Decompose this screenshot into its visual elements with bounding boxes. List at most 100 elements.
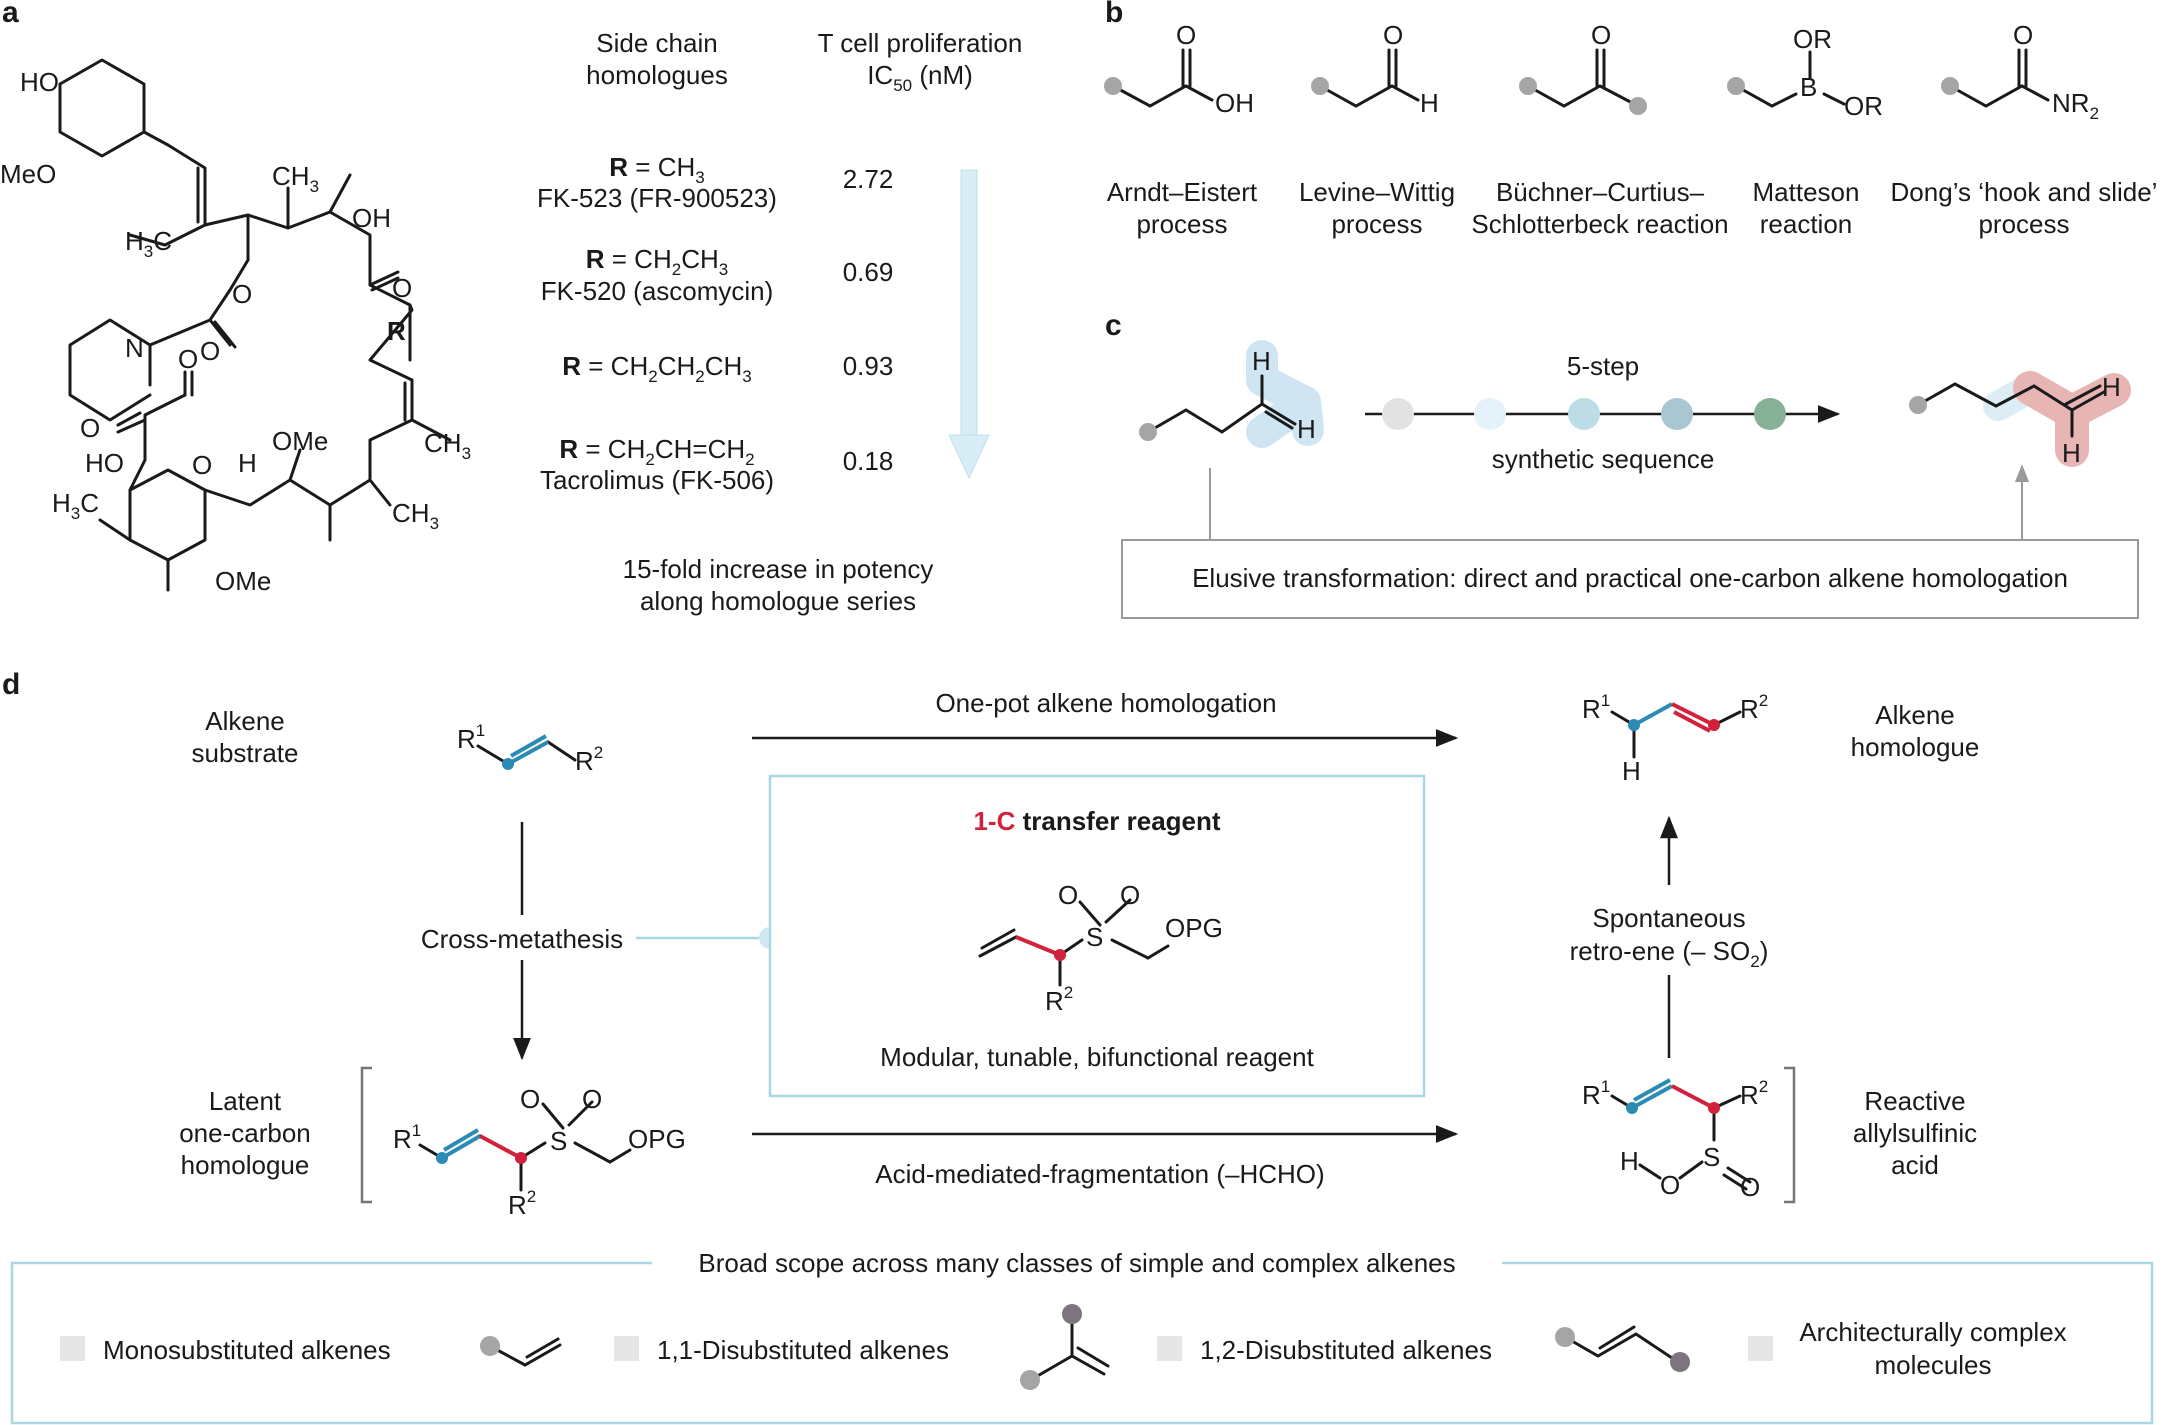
homologue-table: Side chain homologues T cell proliferati…: [537, 28, 1022, 616]
panel-label-b: b: [1105, 0, 1123, 29]
r1-label-latent: R1: [393, 1121, 421, 1154]
disubstituted-12-structure: [1563, 1325, 1674, 1360]
row2-ic50: 0.69: [843, 257, 894, 287]
monosubstituted-structure: [488, 1337, 562, 1367]
row2-name: FK-520 (ascomycin): [541, 276, 774, 306]
one-pot-label: One-pot alkene homologation: [935, 688, 1276, 718]
svg-text:S: S: [1703, 1142, 1720, 1172]
nr2-label: NR2: [2052, 88, 2099, 123]
reagent-title: 1-C transfer reagent: [973, 806, 1220, 836]
r2-label-reagent: R2: [1045, 983, 1073, 1016]
scope-item-1: Monosubstituted alkenes: [103, 1335, 391, 1365]
matteson-structure: [1734, 50, 1846, 108]
svg-text:S: S: [550, 1126, 567, 1156]
fk506-macrocycle-structure: [58, 58, 452, 592]
five-step-label: 5-step: [1567, 351, 1639, 381]
svg-text:O: O: [232, 279, 252, 309]
panel-label-c: c: [1105, 309, 1122, 342]
svg-text:OR: OR: [1793, 24, 1832, 54]
svg-text:H: H: [1622, 756, 1641, 786]
ch3-label-b: CH3: [424, 428, 471, 463]
step-dot-4: [1661, 398, 1693, 430]
svg-text:MeO: MeO: [0, 159, 56, 189]
scope-item-2: 1,1-Disubstituted alkenes: [657, 1335, 949, 1365]
latent-label-1: Latent: [209, 1086, 282, 1116]
step-dot-3: [1568, 398, 1600, 430]
arndt-eistert-name-2: process: [1136, 209, 1227, 239]
ch3-label-c: CH3: [392, 498, 439, 533]
svg-text:O: O: [1058, 880, 1078, 910]
svg-text:N: N: [125, 333, 144, 363]
spontaneous-label: Spontaneous: [1592, 903, 1745, 933]
row3-formula: R = CH2CH2CH3: [562, 351, 752, 386]
reactive-label-2: allylsulfinic: [1853, 1118, 1977, 1148]
elusive-transformation-box: [1121, 539, 2139, 619]
svg-text:O: O: [2013, 20, 2033, 50]
row2-formula: R = CH2CH3: [586, 244, 728, 279]
buchner-name-1: Büchner–Curtius–: [1496, 177, 1705, 207]
alkene-substrate-label-2: substrate: [192, 738, 299, 768]
r2-label-acid: R2: [1740, 1077, 1768, 1110]
row4-ic50: 0.18: [843, 446, 894, 476]
svg-text:OH: OH: [1215, 88, 1254, 118]
substituent-dot: [1629, 97, 1647, 115]
scope-item-3: 1,2-Disubstituted alkenes: [1200, 1335, 1492, 1365]
svg-text:R: R: [387, 316, 406, 346]
svg-text:O: O: [200, 336, 220, 366]
buchner-curtius-structure: [1526, 48, 1640, 108]
step-dot-2: [1474, 398, 1506, 430]
alkene-substrate-label-1: Alkene: [205, 706, 285, 736]
r2-label-substrate: R2: [575, 743, 603, 776]
panel-d-strategy: Alkene substrate R1 R2 One-pot alkene ho…: [179, 688, 1979, 1220]
col1-header-line1: Side chain: [596, 28, 717, 58]
panel-b-classical-homologations: O OH Arndt–Eistert process O H Levine–Wi…: [1104, 20, 2157, 239]
svg-text:H: H: [1297, 414, 1316, 444]
r1-label-acid: R1: [1582, 1077, 1610, 1110]
scope-bullet-3: [1157, 1336, 1182, 1361]
cross-metathesis-label: Cross-metathesis: [421, 924, 623, 954]
alkene-homologue-label-2: homologue: [1851, 732, 1980, 762]
svg-text:H: H: [1420, 88, 1439, 118]
svg-text:O: O: [392, 273, 412, 303]
row3-ic50: 0.93: [843, 351, 894, 381]
fk506-atom-labels: HO MeO CH3 OH H3C O O R N O O O OMe CH3 …: [0, 67, 471, 596]
scope-item-4-line2: molecules: [1874, 1350, 1991, 1380]
alkene-homologue-label-1: Alkene: [1875, 700, 1955, 730]
svg-text:H: H: [238, 448, 257, 478]
row4-formula: R = CH2CH=CH2: [559, 434, 754, 469]
h3c-label-b: H3C: [52, 488, 99, 523]
dong-name-1: Dong’s ‘hook and slide’: [1891, 177, 2158, 207]
panel-label-a: a: [2, 0, 19, 29]
retro-ene-label: retro-ene (– SO2): [1570, 936, 1769, 971]
svg-text:O: O: [1660, 1170, 1680, 1200]
svg-text:OR: OR: [1844, 91, 1883, 121]
row4-name: Tacrolimus (FK-506): [540, 465, 774, 495]
latent-label-2: one-carbon: [179, 1118, 311, 1148]
potency-trend-arrow: [948, 169, 990, 480]
panel-c-elusive-transformation: H H 5-step synthetic sequence H H Elusiv…: [1121, 340, 2139, 619]
matteson-name-1: Matteson: [1753, 177, 1860, 207]
svg-text:O: O: [1383, 20, 1403, 50]
dong-hook-slide-structure: [1948, 48, 2050, 108]
col1-header-line2: homologues: [586, 60, 728, 90]
arndt-eistert-structure: [1111, 48, 1214, 108]
svg-text:OMe: OMe: [272, 426, 328, 456]
r2-label-latent: R2: [508, 1187, 536, 1220]
svg-text:H: H: [1620, 1146, 1639, 1176]
scope-bullet-1: [60, 1336, 85, 1361]
step-dot-5: [1754, 398, 1786, 430]
substituent-dot: [1941, 77, 1959, 95]
substituent-dot: [1519, 77, 1537, 95]
svg-text:H: H: [2062, 438, 2081, 468]
reagent-description: Modular, tunable, bifunctional reagent: [880, 1042, 1314, 1072]
scope-item-4-line1: Architecturally complex: [1799, 1317, 2066, 1347]
svg-text:O: O: [80, 413, 100, 443]
substituent-dot: [1104, 77, 1122, 95]
svg-text:OPG: OPG: [628, 1124, 686, 1154]
svg-text:O: O: [1120, 880, 1140, 910]
fragmentation-label: Acid-mediated-fragmentation (–HCHO): [875, 1159, 1324, 1189]
col2-header-line2: IC50 (nM): [867, 60, 973, 95]
r1-label-product: R1: [1582, 691, 1610, 724]
svg-text:OH: OH: [352, 203, 391, 233]
